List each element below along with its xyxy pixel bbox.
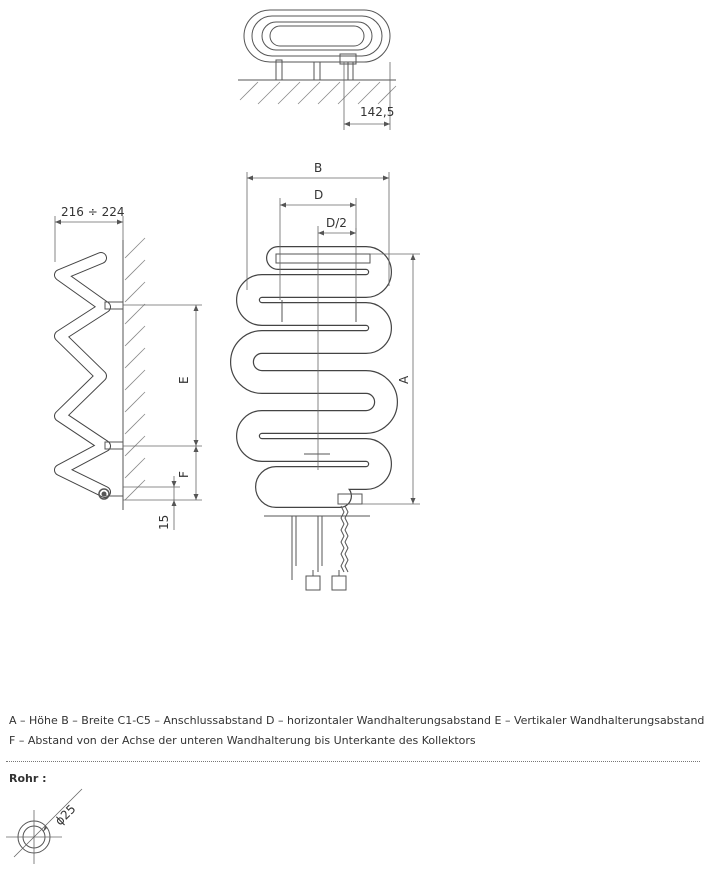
side-view: 216 ÷ 224 E F 15 bbox=[54, 205, 202, 530]
dimension-e-label: E bbox=[177, 376, 191, 384]
side-view-zigzag bbox=[54, 252, 111, 498]
pipe-section: ϕ25 bbox=[6, 788, 83, 864]
front-view-bracket-marks bbox=[281, 300, 357, 455]
dimension-depth: 216 ÷ 224 bbox=[54, 205, 125, 262]
dimension-d-half-label: D/2 bbox=[326, 216, 347, 230]
legend-line-1: A – Höhe B – Breite C1-C5 – Anschlussabs… bbox=[9, 714, 705, 727]
dimension-top-offset: 142,5 bbox=[343, 62, 394, 130]
front-view-collector bbox=[264, 493, 370, 517]
dimension-d-label: D bbox=[314, 188, 323, 202]
dimension-d-half: D/2 bbox=[318, 216, 357, 236]
pipe-section-heading: Rohr : bbox=[9, 772, 47, 785]
top-view-wall bbox=[238, 79, 397, 105]
dimension-f: F bbox=[123, 446, 202, 501]
dimension-b: B bbox=[246, 161, 390, 290]
side-view-brackets bbox=[98, 301, 124, 500]
dimension-b-label: B bbox=[314, 161, 322, 175]
separator bbox=[6, 761, 700, 762]
dimension-f-label: F bbox=[177, 471, 191, 478]
dimension-a: A bbox=[362, 253, 420, 505]
front-view-cable bbox=[291, 505, 349, 591]
side-view-wall bbox=[122, 237, 146, 510]
legend-line-2: F – Abstand von der Achse der unteren Wa… bbox=[9, 734, 476, 747]
front-view-serpentine-pipe bbox=[230, 246, 398, 508]
pipe-diameter-label: ϕ25 bbox=[52, 802, 78, 828]
dimension-depth-label: 216 ÷ 224 bbox=[61, 205, 125, 219]
dimension-a-label: A bbox=[397, 375, 411, 384]
dimension-bottom-offset-label: 15 bbox=[157, 515, 171, 530]
top-view: 142,5 bbox=[238, 9, 397, 130]
dimension-bottom-offset: 15 bbox=[123, 476, 180, 530]
dimension-d: D bbox=[279, 188, 357, 300]
front-view: B D D/2 A bbox=[230, 161, 420, 591]
dimension-top-offset-label: 142,5 bbox=[360, 105, 394, 119]
top-view-rails bbox=[243, 9, 391, 63]
dimension-e: E bbox=[123, 304, 202, 447]
